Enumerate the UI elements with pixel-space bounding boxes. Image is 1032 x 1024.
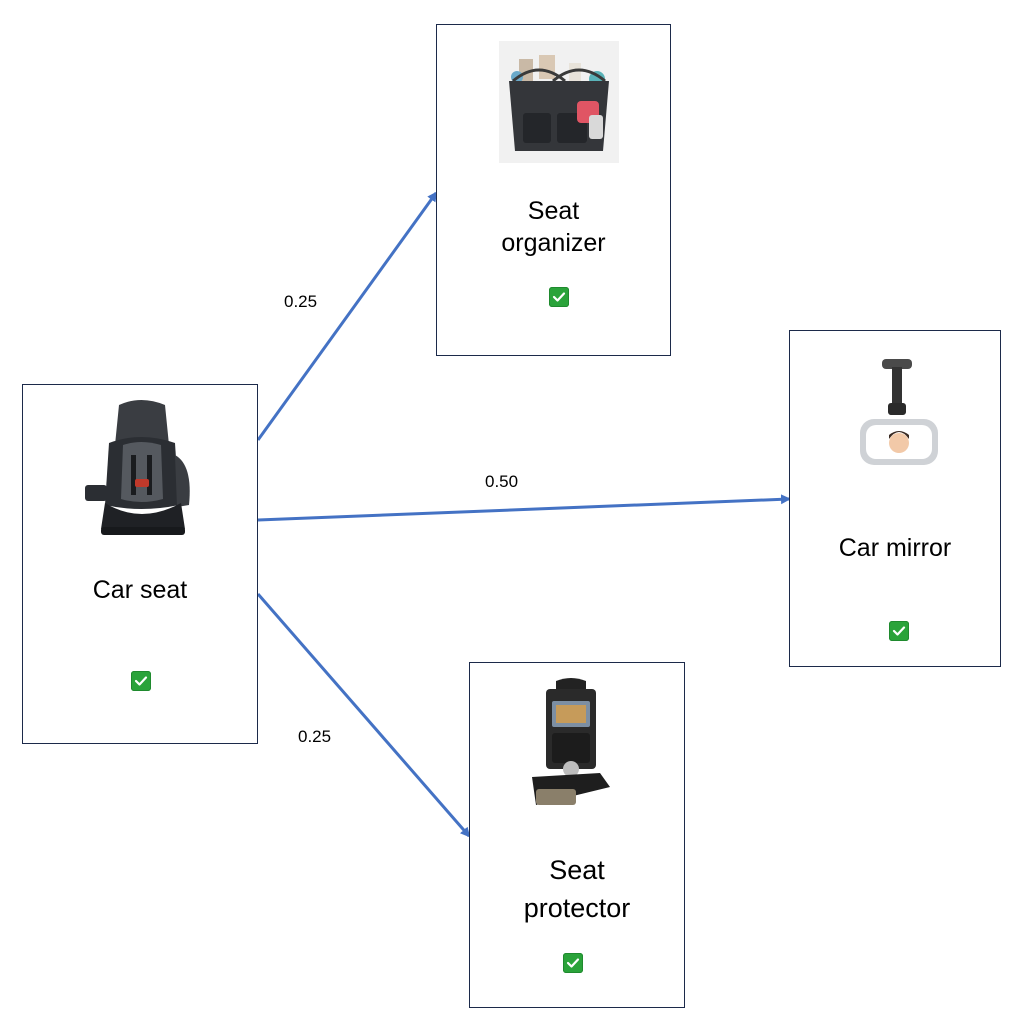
- seat-organizer-image: [499, 41, 619, 163]
- node-label-car-seat: Car seat: [92, 576, 188, 604]
- edge-car-seat-to-car-mirror: [257, 494, 791, 522]
- edge-car-seat-to-seat-organizer: [256, 191, 438, 441]
- check-icon: [563, 953, 583, 973]
- node-car-mirror[interactable]: Car mirror: [789, 330, 1001, 667]
- node-seat-organizer[interactable]: Seat organizer: [436, 24, 671, 356]
- node-car-seat[interactable]: Car seat: [22, 384, 258, 744]
- seat-protector-image: [532, 678, 610, 805]
- edge-weight-seat-protector: 0.25: [298, 727, 332, 746]
- car-mirror-image: [860, 359, 938, 465]
- edge-weight-car-mirror: 0.50: [485, 472, 519, 491]
- edge-car-seat-to-seat-protector: [256, 593, 471, 838]
- car-seat-image: [85, 400, 190, 535]
- node-seat-protector[interactable]: Seat protector: [469, 662, 685, 1008]
- check-icon: [889, 621, 909, 641]
- node-label-car-mirror: Car mirror: [838, 534, 952, 562]
- node-label-seat-organizer: Seat organizer: [501, 197, 606, 257]
- check-icon: [549, 287, 569, 307]
- edge-weight-seat-organizer: 0.25: [284, 292, 318, 311]
- check-icon: [131, 671, 151, 691]
- node-label-seat-protector: Seat protector: [523, 855, 631, 923]
